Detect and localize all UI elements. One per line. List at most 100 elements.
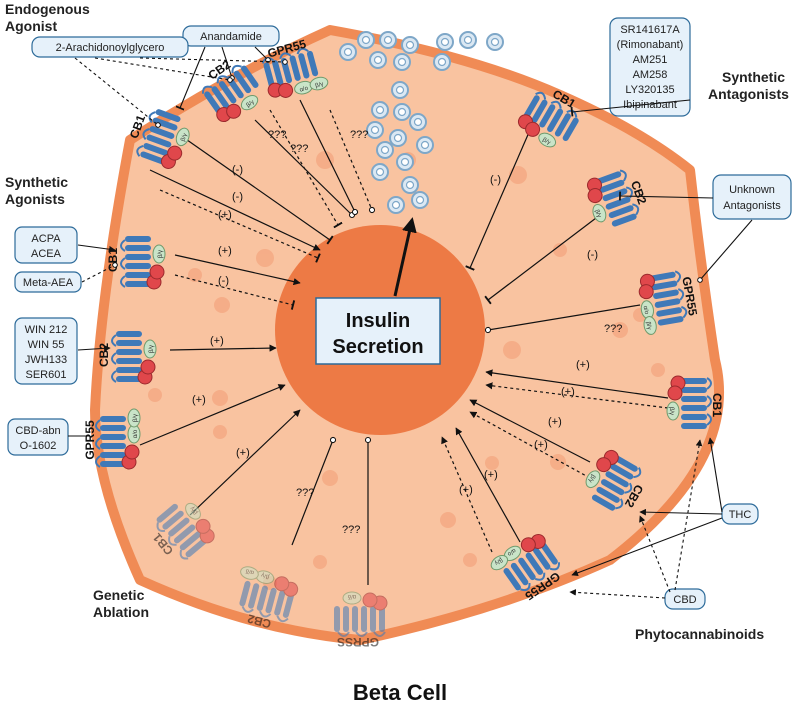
- antagonist-5: Ibipinabant: [623, 99, 677, 111]
- signal-line: [299, 99, 359, 216]
- vesicle: [416, 136, 434, 154]
- acea-label: ACEA: [31, 248, 62, 260]
- vesicle: [366, 121, 384, 139]
- effect-sign: (+): [210, 335, 224, 347]
- effect-sign: (+): [192, 394, 206, 406]
- signal-line: [174, 274, 296, 310]
- vesicle: [459, 31, 477, 49]
- effect-sign: ???: [350, 129, 368, 141]
- signal-line: [269, 109, 343, 229]
- effect-sign: ???: [268, 129, 286, 141]
- signal-line: [329, 109, 376, 214]
- signal-line: [469, 399, 591, 463]
- svg-text:β/γ: β/γ: [645, 321, 652, 330]
- insulin-vesicles: [339, 31, 504, 214]
- vesicle: [396, 153, 414, 171]
- svg-text:β/γ: β/γ: [180, 133, 188, 143]
- effect-sign: (+): [576, 359, 590, 371]
- antagonist-1: (Rimonabant): [617, 39, 684, 51]
- signal-lines: [139, 99, 669, 585]
- jwh133-label: JWH133: [25, 354, 67, 366]
- vesicle: [391, 81, 409, 99]
- signal-line: [441, 436, 493, 553]
- vesicle: [393, 103, 411, 121]
- signal-line: [174, 254, 301, 286]
- ser601-label: SER601: [26, 369, 67, 381]
- svg-text:α/o: α/o: [506, 547, 517, 557]
- svg-text:β/γ: β/γ: [593, 209, 601, 219]
- cbd-box: [664, 588, 706, 610]
- signal-line: [169, 344, 277, 352]
- vesicle: [339, 43, 357, 61]
- anandamide-box: [182, 25, 280, 47]
- vesicle: [436, 33, 454, 51]
- vesicle: [486, 33, 504, 51]
- vesicle: [387, 196, 405, 214]
- svg-text:β/γ: β/γ: [190, 505, 200, 515]
- effect-sign: (-): [587, 249, 598, 261]
- acpa-label: ACPA: [31, 233, 61, 245]
- effect-sign: (+): [548, 416, 562, 428]
- unknown-label-2: Antagonists: [723, 200, 781, 212]
- synthetic-antagonists-heading-2: Antagonists: [708, 86, 789, 102]
- signal-line: [291, 436, 337, 546]
- svg-text:α/δ: α/δ: [244, 567, 254, 575]
- signal-line: [465, 129, 531, 271]
- effect-sign: (+): [459, 484, 473, 496]
- unknown-antagonists-box: [712, 174, 792, 220]
- vesicle: [371, 163, 389, 181]
- secretion-label: Secretion: [332, 336, 423, 358]
- gpr55-ablated-label: GPRSS: [337, 635, 379, 649]
- effect-sign: (-): [232, 191, 243, 203]
- win55-label: WIN 55: [28, 339, 65, 351]
- win212-label: WIN 212: [25, 324, 68, 336]
- vesicle: [401, 176, 419, 194]
- effect-sign: ???: [342, 524, 360, 536]
- vesicle: [376, 141, 394, 159]
- cb2-synthetic-label: CB2: [97, 343, 111, 367]
- anandamide-label: Anandamide: [200, 31, 262, 43]
- svg-text:β/γ: β/γ: [261, 571, 270, 579]
- synthetic-antagonists-heading-1: Synthetic: [722, 69, 785, 85]
- meta-aea-label: Meta-AEA: [23, 277, 74, 289]
- signal-line: [484, 214, 601, 305]
- effect-sign: (-): [490, 174, 501, 186]
- ligand-connectors: [68, 46, 753, 599]
- vesicle: [409, 113, 427, 131]
- acpa-acea-box: [14, 226, 78, 264]
- effect-sign: ???: [290, 143, 308, 155]
- svg-text:β/γ: β/γ: [158, 250, 164, 258]
- antagonist-4: LY320135: [625, 84, 674, 96]
- svg-text:β/γ: β/γ: [133, 414, 139, 422]
- effect-sign: (+): [236, 447, 250, 459]
- cb1-phyto-label: CB1: [710, 393, 724, 417]
- signal-line: [149, 169, 321, 251]
- antagonist-0: SR141617A: [620, 24, 680, 36]
- effect-signs: (-)(+)(-)?????????(+)(-)(+)(+)(+)??????(…: [192, 129, 622, 536]
- cbd-abn-box: [7, 418, 69, 456]
- vesicle: [393, 53, 411, 71]
- unknown-label-1: Unknown: [729, 184, 775, 196]
- svg-text:β/γ: β/γ: [541, 137, 551, 146]
- endogenous-heading-1: Endogenous: [5, 1, 90, 17]
- receptors: β/γCB1β/γCB2α/oβ/γGPR55β/γCB1β/γCB2α/oβ/…: [83, 37, 724, 649]
- vesicle: [357, 31, 375, 49]
- insulin-secretion-box: [315, 297, 441, 365]
- effect-sign: (+): [561, 386, 575, 398]
- vesicle: [371, 101, 389, 119]
- svg-text:α/o: α/o: [133, 429, 139, 438]
- svg-text:α/o: α/o: [299, 85, 309, 93]
- win-box: [14, 317, 78, 385]
- svg-text:β/γ: β/γ: [587, 473, 596, 483]
- genetic-heading-2: Ablation: [93, 604, 149, 620]
